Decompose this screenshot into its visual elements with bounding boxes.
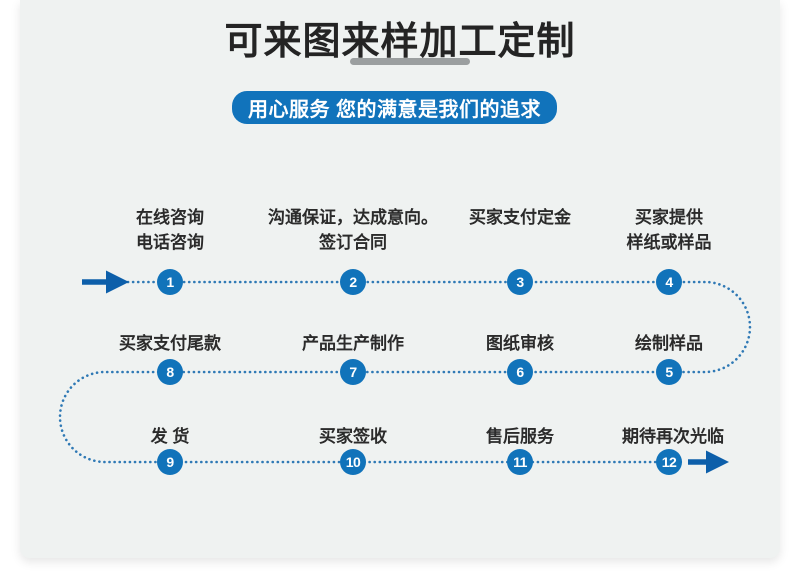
step-12-marker: 12	[656, 449, 682, 475]
step-3-label: 买家支付定金	[469, 208, 571, 227]
service-slogan-text: 用心服务 您的满意是我们的追求	[247, 99, 542, 121]
step-5-marker: 5	[656, 359, 682, 385]
step-7-label: 产品生产制作	[302, 334, 404, 353]
title-underline	[350, 58, 470, 65]
step-4-label: 买家提供 样纸或样品	[626, 208, 712, 252]
service-slogan-badge: 用心服务 您的满意是我们的追求	[232, 91, 557, 124]
step-9-marker: 9	[157, 449, 183, 475]
end-arrow-icon	[688, 450, 729, 474]
page-title: 可来图来样加工定制	[224, 21, 576, 63]
flow-line-graphic	[58, 270, 752, 474]
step-4-marker: 4	[656, 269, 682, 295]
process-flow: 在线咨询 电话咨询 沟通保证，达成意向。 签订合同 买家支付定金 买家提供 样纸…	[20, 0, 780, 558]
step-9-label: 发 货	[150, 427, 190, 446]
step-3-marker: 3	[507, 269, 533, 295]
step-7-marker: 7	[340, 359, 366, 385]
step-12-label: 期待再次光临	[622, 427, 724, 446]
start-arrow-icon	[82, 270, 129, 294]
step-2-marker: 2	[340, 269, 366, 295]
content-card: 可来图来样加工定制 用心服务 您的满意是我们的追求 在	[20, 0, 780, 558]
flow-dotted-path	[58, 280, 752, 464]
step-8-label: 买家支付尾款	[119, 334, 221, 353]
step-11-label: 售后服务	[486, 427, 554, 446]
step-11-marker: 11	[507, 449, 533, 475]
step-8-marker: 8	[157, 359, 183, 385]
step-6-marker: 6	[507, 359, 533, 385]
step-10-marker: 10	[340, 449, 366, 475]
step-5-label: 绘制样品	[635, 334, 703, 353]
step-10-label: 买家签收	[319, 427, 387, 446]
step-6-label: 图纸审核	[486, 334, 554, 353]
step-1-label: 在线咨询 电话咨询	[136, 208, 204, 252]
step-2-label: 沟通保证，达成意向。 签订合同	[268, 208, 438, 252]
step-1-marker: 1	[157, 269, 183, 295]
